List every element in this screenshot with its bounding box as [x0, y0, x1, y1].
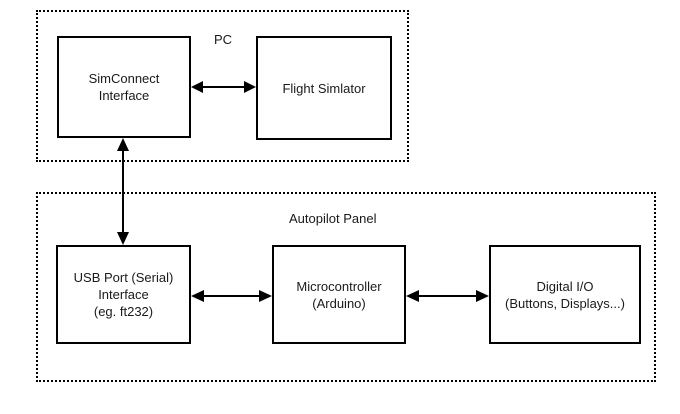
node-flight-simulator[interactable]: Flight Simlator: [256, 36, 392, 140]
connector-microcontroller-to-digitalio: [406, 286, 489, 306]
node-simconnect-interface[interactable]: SimConnect Interface: [57, 36, 191, 138]
node-digital-io[interactable]: Digital I/O (Buttons, Displays...): [489, 245, 641, 344]
node-usb-port-interface[interactable]: USB Port (Serial) Interface (eg. ft232): [56, 245, 191, 344]
connector-simconnect-to-usbport: [113, 138, 133, 245]
connector-simconnect-to-flightsim: [191, 77, 256, 97]
node-flight-simulator-label: Flight Simlator: [282, 80, 366, 96]
node-simconnect-interface-label: SimConnect Interface: [88, 71, 160, 103]
node-usb-port-interface-label: USB Port (Serial) Interface (eg. ft232): [73, 270, 174, 319]
node-microcontroller-label: Microcontroller (Arduino): [296, 278, 382, 311]
region-pc-label: PC: [214, 32, 233, 47]
connector-usbport-to-microcontroller: [191, 286, 272, 306]
region-autopilot-panel: [36, 192, 656, 382]
region-pc: [36, 10, 409, 162]
region-autopilot-panel-label: Autopilot Panel: [289, 211, 377, 226]
node-digital-io-label: Digital I/O (Buttons, Displays...): [505, 278, 625, 311]
node-microcontroller[interactable]: Microcontroller (Arduino): [272, 245, 406, 344]
